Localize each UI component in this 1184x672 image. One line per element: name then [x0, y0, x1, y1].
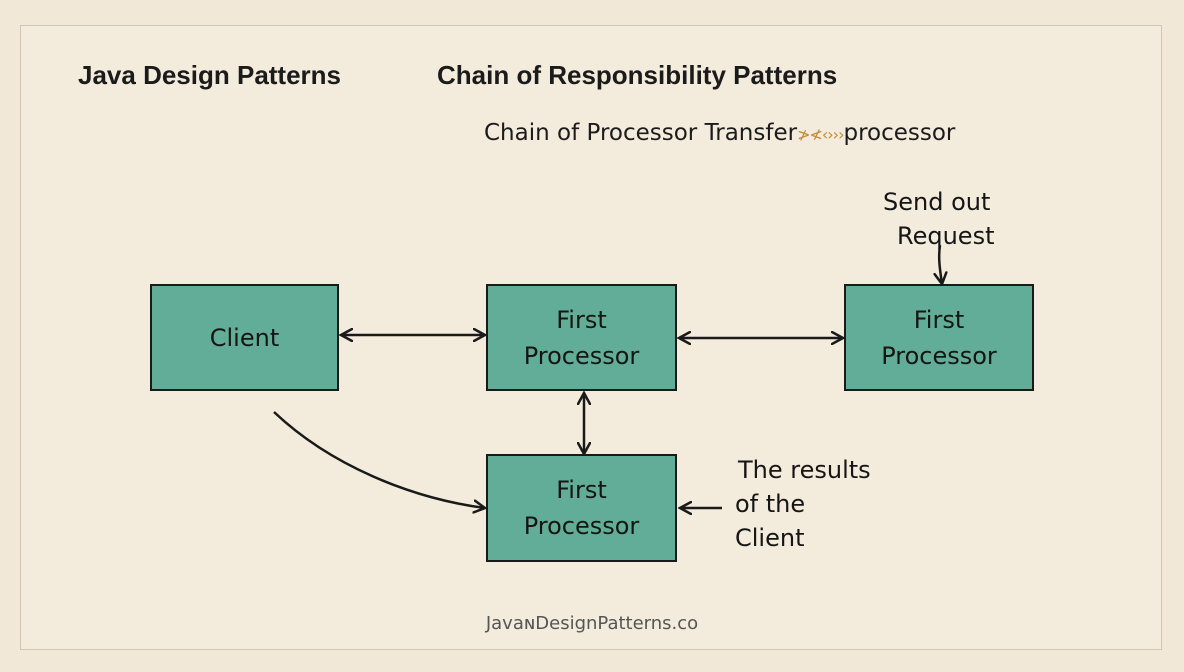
node-processor-bottom-line2: Processor: [523, 512, 640, 540]
arrow-client-to-processor-bottom: [273, 411, 485, 508]
node-processor-center: First Processor: [486, 284, 677, 391]
node-client-label: Client: [209, 323, 280, 352]
node-processor-right-line2: Processor: [881, 341, 997, 370]
note-results-line1: The results: [738, 456, 871, 484]
node-processor-center-line2: Processor: [523, 341, 640, 370]
note-send-request: Send out Request: [879, 185, 995, 253]
subtitle-garbled-glyph: ≯≮‹›››: [797, 125, 844, 144]
node-processor-right-line1: First: [913, 305, 965, 334]
note-results-line2: of the: [735, 490, 806, 518]
node-client: Client: [150, 284, 339, 391]
node-processor-bottom: First Processor: [486, 454, 677, 562]
subtitle-text-before: Chain of Processor Transfer: [484, 120, 798, 146]
note-send-request-line1: Send out: [883, 188, 991, 216]
subtitle-text-after: processor: [843, 120, 956, 146]
node-processor-bottom-line1: First: [556, 476, 607, 504]
arrow-send-request: [939, 244, 942, 284]
title-left: Java Design Patterns: [78, 60, 342, 90]
note-send-request-line2: Request: [897, 222, 995, 250]
footer-watermark: JavaɴDesignPatterns.co: [485, 613, 699, 634]
node-processor-right: First Processor: [844, 284, 1034, 391]
note-results: The results of the Client: [735, 453, 871, 555]
subtitle: Chain of Processor Transfer≯≮‹›››process…: [484, 120, 955, 146]
note-results-line3: Client: [735, 524, 805, 552]
node-processor-center-line1: First: [556, 305, 607, 334]
title-right: Chain of Responsibility Patterns: [437, 60, 838, 90]
